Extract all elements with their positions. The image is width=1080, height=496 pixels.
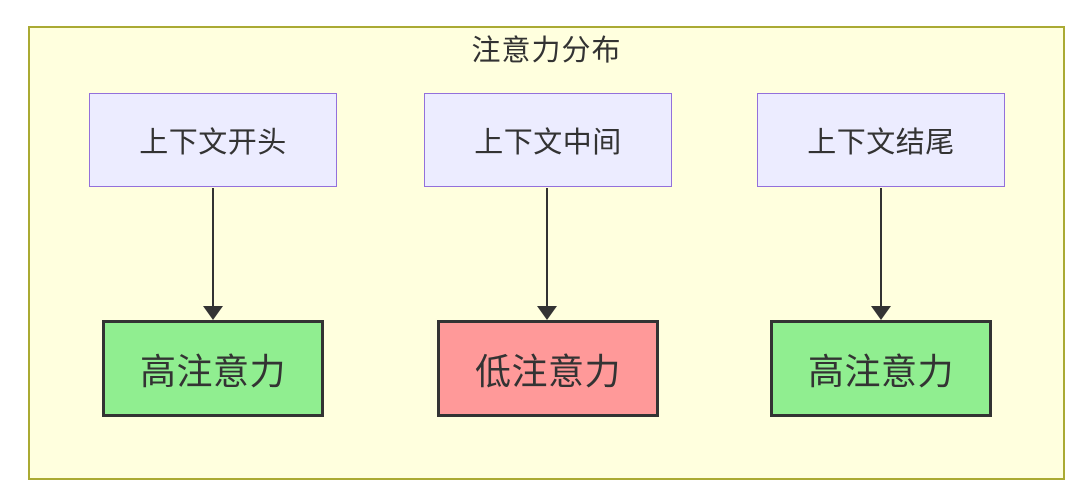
arrow-middle-to-low-attention [537,188,557,320]
node-context-end: 上下文结尾 [757,93,1005,187]
node-high-attention-right: 高注意力 [770,320,992,417]
node-high-attention-left: 高注意力 [102,320,324,417]
diagram-title: 注意力分布 [471,35,622,67]
node-low-attention-middle: 低注意力 [437,320,659,417]
node-context-start: 上下文开头 [89,93,337,187]
arrow-end-to-high-attention [871,188,891,320]
arrow-start-to-high-attention [203,188,223,320]
node-context-middle: 上下文中间 [424,93,672,187]
